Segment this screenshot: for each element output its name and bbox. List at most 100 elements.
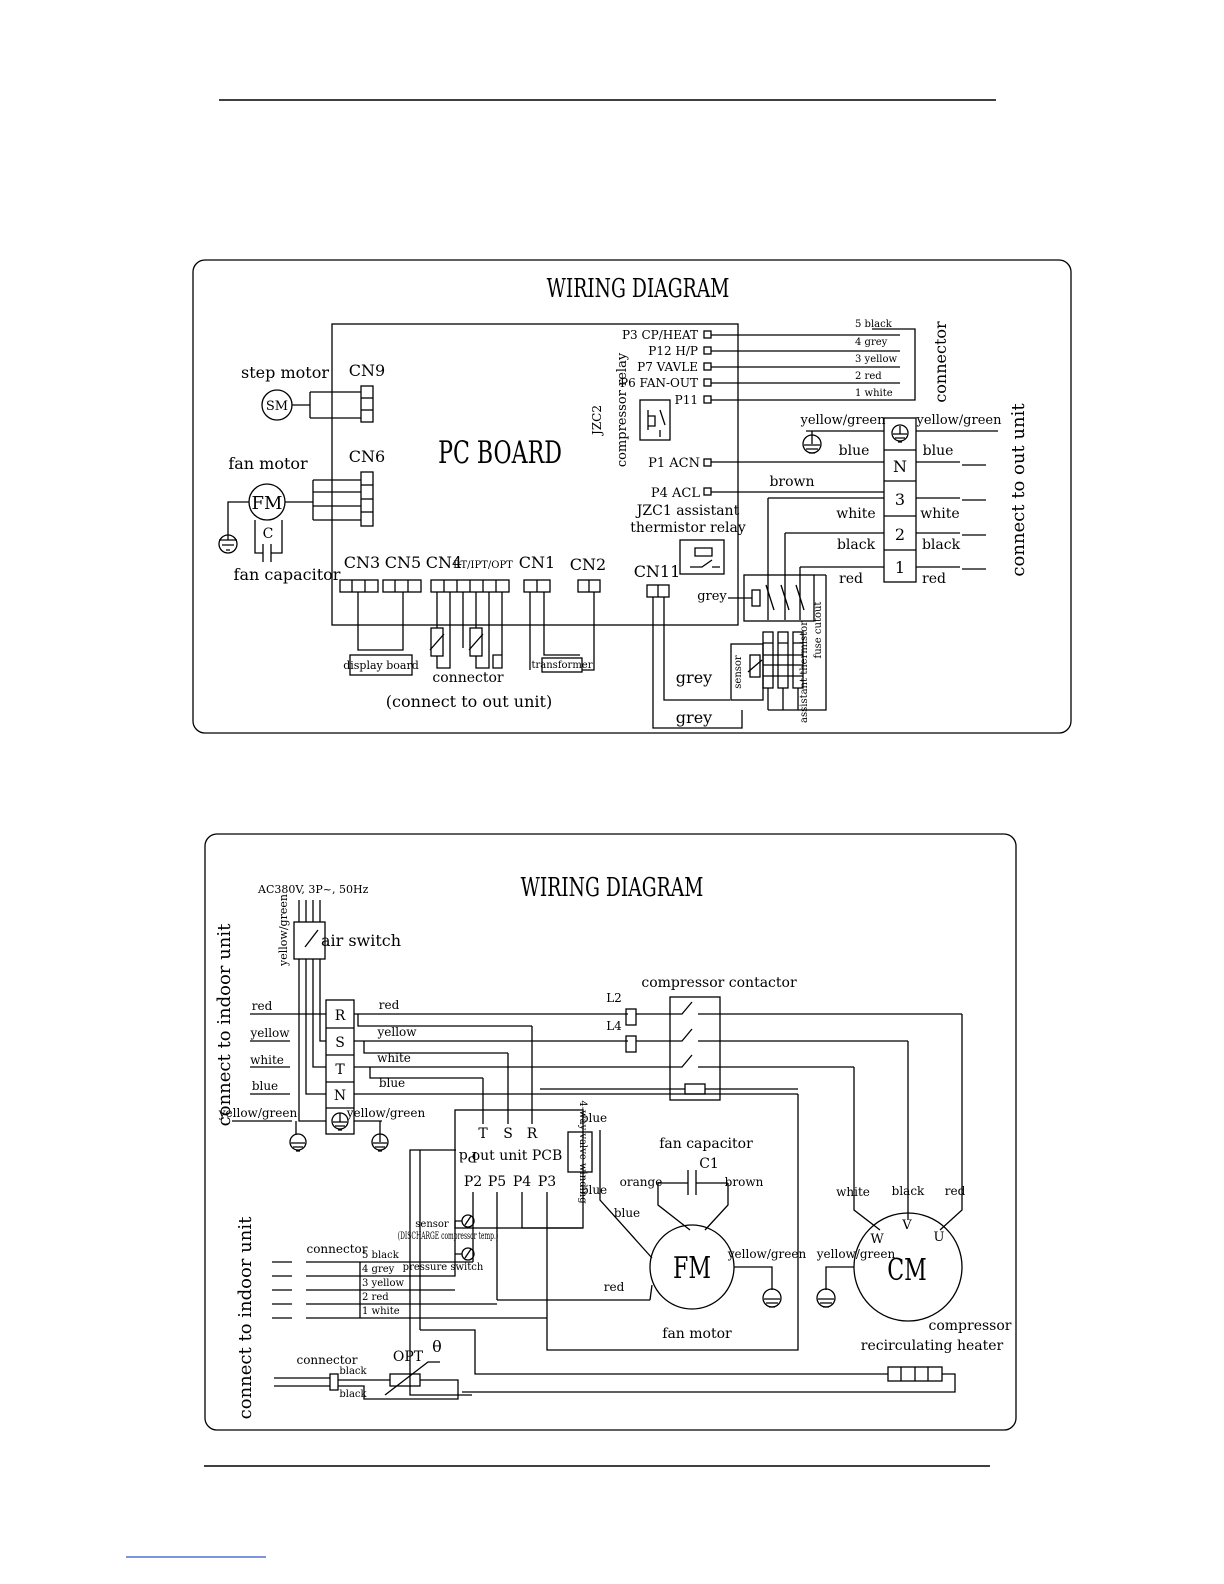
cn5-label: CN5 <box>385 553 421 572</box>
out-unit-pcb-label: out unit PCB <box>472 1148 563 1164</box>
left-wire-red: red <box>252 999 273 1013</box>
transformer-label: transformer <box>531 660 592 671</box>
ground-symbol <box>219 539 237 551</box>
pcb-r: R <box>527 1126 538 1142</box>
port-p6: P6 FAN-OUT <box>620 376 698 390</box>
display-board-box <box>349 654 413 676</box>
display-board-label: display board <box>343 659 419 672</box>
conn-wire-1: 1 white <box>855 388 893 399</box>
terminal-3: 3 <box>895 490 905 509</box>
mid-wire-yellow: yellow <box>376 1025 417 1039</box>
port-list: P3 CP/HEAT P12 H/P P7 VAVLE P6 FAN-OUT P… <box>620 328 900 407</box>
fm-label: FM <box>252 493 283 514</box>
terminal-strip: N 3 2 1 <box>883 417 917 583</box>
diagram1-title: WIRING DIAGRAM <box>547 274 730 304</box>
grey-label-2: grey <box>676 668 712 687</box>
left-wire-white: white <box>250 1053 284 1067</box>
diagram2-frame <box>204 833 1017 1431</box>
black-label-1: black <box>339 1366 367 1377</box>
conn2-wire-3: 3 yellow <box>362 1278 405 1289</box>
pressure-switch-label: pressure switch <box>403 1262 484 1273</box>
out-unit-pcb <box>454 1109 584 1229</box>
port-p4: P4 ACL <box>651 486 700 501</box>
opt-thermistor <box>389 1373 421 1387</box>
terminal-2: 2 <box>895 525 905 544</box>
fan-motor-label: fan motor <box>228 454 308 473</box>
mid-wire-white: white <box>377 1051 411 1065</box>
sm-label: SM <box>266 399 288 414</box>
jzc2-relay <box>639 399 671 441</box>
pcb-p4: P4 <box>513 1174 531 1190</box>
cn2-label: CN2 <box>570 555 606 574</box>
cn4-label: CN4 <box>426 553 462 572</box>
blue-label-c: blue <box>614 1206 640 1220</box>
thermistor-1 <box>430 627 444 657</box>
pcb-p5: P5 <box>488 1174 506 1190</box>
terminal-1: 1 <box>895 558 905 577</box>
wire-blue-left: blue <box>839 443 870 459</box>
connect-out-unit-label: connect to out unit <box>1008 403 1029 577</box>
connect-out-label: (connect to out unit) <box>386 692 552 711</box>
cn11-label: CN11 <box>634 562 681 581</box>
jzc1-label-2: thermistor relay <box>630 520 746 536</box>
terminal-t: T <box>335 1062 345 1078</box>
blue-label-b: blue <box>581 1183 607 1197</box>
jzc1-relay <box>679 539 725 575</box>
port-p3: P3 CP/HEAT <box>622 328 698 342</box>
connector-label: connector <box>432 670 503 686</box>
fan-capacitor-label: fan capacitor <box>234 565 341 584</box>
cn1-label: CN1 <box>519 553 555 572</box>
connector-wire-list: 5 black 4 grey 3 yellow 2 red 1 white <box>362 1250 405 1317</box>
sensor-label: sensor <box>733 655 744 689</box>
connect-indoor-label-top: connect to indoor unit <box>214 923 235 1126</box>
mid-wire-red: red <box>379 998 400 1012</box>
connector-label-vertical: connector <box>931 321 950 403</box>
cn5-connector <box>382 579 422 593</box>
connector2-label: connector <box>296 1353 357 1367</box>
jzc2-label: JZC2 <box>590 405 604 437</box>
terminal-n: N <box>334 1088 346 1104</box>
jzc1-label-1: JZC1 assistant <box>635 503 740 519</box>
fm-yg-label: yellow/green <box>727 1247 807 1261</box>
cn9-connector <box>360 385 374 423</box>
port-p1: P1 ACN <box>648 456 700 471</box>
fm-red-label: red <box>604 1280 625 1294</box>
wire-red-right: red <box>922 571 946 587</box>
wire-yg-left: yellow/green <box>800 413 887 428</box>
theta-label: θ <box>432 1337 442 1356</box>
mid-wire-blue: blue <box>379 1076 405 1090</box>
four-way-valve-box <box>567 1131 593 1173</box>
yellow-green-vertical: yellow/green <box>277 894 290 967</box>
compressor-relay-label: compressor relay <box>615 352 630 467</box>
four-way-valve-label: 4-way valve winding <box>577 1100 588 1204</box>
pc-board-label: PC BOARD <box>438 435 562 471</box>
compressor-contactor-box <box>669 996 721 1101</box>
cm-label: CM <box>887 1254 927 1288</box>
compressor-contactor-label: compressor contactor <box>641 975 797 991</box>
supply-label: AC380V, 3P~, 50Hz <box>257 883 369 896</box>
conn-wire-3: 3 yellow <box>855 354 898 365</box>
cm-white-label: white <box>836 1185 870 1199</box>
wire-black-right: black <box>922 537 961 553</box>
terminal-s: S <box>335 1035 345 1051</box>
left-wire-yellow: yellow <box>249 1026 290 1040</box>
air-switch-label: air switch <box>321 931 401 950</box>
assistant-thermistor-label: assistant thermistor <box>799 621 810 723</box>
conn-wire-5: 5 black <box>855 319 893 330</box>
port-p7: P7 VAVLE <box>637 360 698 374</box>
wire-yg-right: yellow/green <box>916 413 1003 428</box>
left-wire-blue: blue <box>252 1079 278 1093</box>
sensor-sublabel: (DISCHARGE compressor temp.) <box>398 1229 498 1241</box>
conn2-wire-1: 1 white <box>362 1306 400 1317</box>
conn2-wire-5: 5 black <box>362 1250 400 1261</box>
pd-label: Pd <box>459 1148 477 1164</box>
port-p11: P11 <box>675 393 698 407</box>
pcb-t: T <box>478 1126 488 1142</box>
terminal-r: R <box>335 1008 346 1024</box>
c-label: C <box>263 526 274 542</box>
grey-label-3: grey <box>676 708 712 727</box>
orange-label: orange <box>620 1175 663 1189</box>
l4-label: L4 <box>606 1019 622 1033</box>
port-p12: P12 H/P <box>648 344 698 358</box>
pcb-s: S <box>503 1126 513 1142</box>
